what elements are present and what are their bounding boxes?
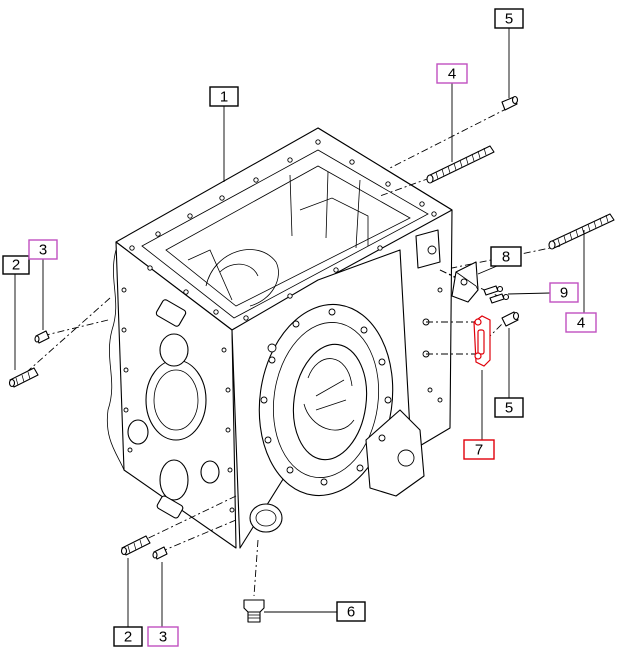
stud-top-4 xyxy=(426,145,495,184)
callout-4-right: 4 xyxy=(565,312,597,333)
callout-6: 6 xyxy=(336,601,366,622)
callout-9-label: 9 xyxy=(560,285,568,302)
stud-bottom-2 xyxy=(120,535,151,556)
stud-right-4 xyxy=(548,213,615,250)
callout-3-top: 3 xyxy=(28,239,58,260)
callout-4-top-label: 4 xyxy=(448,66,456,83)
callout-5-top-label: 5 xyxy=(505,11,513,28)
callout-3-bottom: 3 xyxy=(147,626,179,647)
callout-7: 7 xyxy=(463,439,495,460)
callout-4-top: 4 xyxy=(436,63,468,84)
bolts-9 xyxy=(483,285,510,304)
callout-6-label: 6 xyxy=(347,604,355,621)
leader-lines xyxy=(14,28,585,627)
callout-2-bottom: 2 xyxy=(113,626,143,647)
dowel-top-5 xyxy=(501,95,519,111)
callout-5-right: 5 xyxy=(494,397,524,418)
callout-9: 9 xyxy=(549,282,579,303)
callout-5-right-label: 5 xyxy=(505,400,513,417)
callout-2-top-label: 2 xyxy=(12,257,20,274)
callout-3-top-label: 3 xyxy=(39,242,47,259)
pin-left-3 xyxy=(34,330,50,344)
callout-2-top: 2 xyxy=(2,255,30,275)
callout-5-top: 5 xyxy=(494,8,524,29)
callout-8-label: 8 xyxy=(502,249,510,266)
callout-1-label: 1 xyxy=(220,89,228,106)
highlighted-part-7 xyxy=(473,315,491,367)
stud-left-2 xyxy=(8,367,39,388)
callout-8: 8 xyxy=(490,246,522,267)
pin-bottom-3 xyxy=(152,546,168,560)
callout-2-bottom-label: 2 xyxy=(124,629,132,646)
transmission-housing xyxy=(106,127,453,549)
callout-7-label: 7 xyxy=(475,442,483,459)
bracket-8 xyxy=(451,261,479,303)
callout-1: 1 xyxy=(209,86,239,107)
drain-plug-6 xyxy=(243,599,265,623)
callout-4-right-label: 4 xyxy=(577,315,585,332)
callout-3-bottom-label: 3 xyxy=(159,629,167,646)
dowel-right-5 xyxy=(501,311,520,327)
